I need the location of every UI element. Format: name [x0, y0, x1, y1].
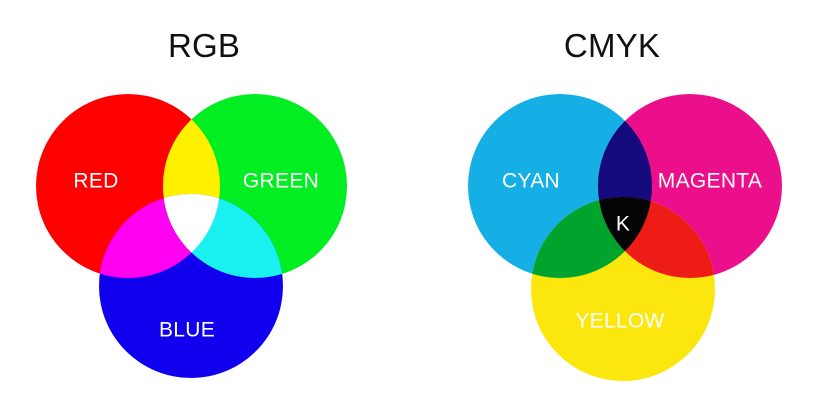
- cmyk-overlap-cyan-yellow: [531, 197, 652, 278]
- cmyk-label-magenta: MAGENTA: [658, 170, 762, 193]
- rgb-title: RGB: [167, 27, 241, 64]
- cmyk-label-yellow: YELLOW: [575, 310, 664, 333]
- rgb-overlap-green-blue: [163, 194, 283, 278]
- rgb-overlap-red-blue: [99, 194, 220, 278]
- rgb-label-green: GREEN: [243, 170, 319, 193]
- rgb-label-red: RED: [73, 170, 118, 193]
- cmyk-overlap-magenta-yellow: [598, 197, 715, 278]
- rgb-label-blue: BLUE: [159, 319, 215, 342]
- cmyk-label-key-black: K: [616, 213, 630, 236]
- cmyk-venn-diagram: CMYK: [408, 0, 816, 418]
- cmyk-venn-graphic: CYAN MAGENTA YELLOW K: [468, 94, 782, 381]
- cmyk-title: CMYK: [563, 27, 661, 64]
- rgb-venn-diagram: RGB: [36, 27, 347, 378]
- cmyk-label-cyan: CYAN: [502, 170, 560, 193]
- rgb-venn-graphic: RED GREEN BLUE: [36, 94, 347, 378]
